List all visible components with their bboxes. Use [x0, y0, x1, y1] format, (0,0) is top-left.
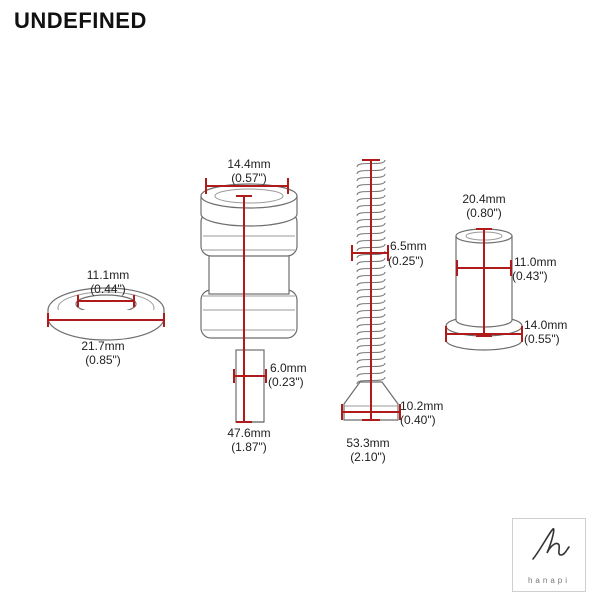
washer-inner-mm: 11.1mm — [87, 268, 129, 282]
bolt-length-mm: 47.6mm — [227, 426, 270, 440]
brand-logo-text: hanapi — [527, 576, 571, 585]
spring-wire-mm: 6.5mm — [390, 239, 427, 253]
bushing-height-in: (0.80") — [466, 206, 502, 220]
bushing-dimensions: 20.4mm (0.80") 11.0mm (0.43") 14.0mm (0.… — [445, 192, 567, 346]
bushing-flange-in: (0.55") — [524, 332, 560, 346]
bolt-pin — [235, 349, 265, 423]
spring-dimensions: 6.5mm (0.25") 10.2mm (0.40") 53.3mm (2.1… — [341, 159, 443, 464]
bolt-lower-flange — [200, 289, 298, 339]
bolt-pin-in: (0.23") — [268, 375, 304, 389]
washer-dimensions: 11.1mm (0.44") 21.7mm (0.85") — [47, 268, 165, 367]
page-title: UNDEFINED — [14, 8, 147, 33]
signature-icon — [532, 528, 570, 560]
spring-base-mm: 10.2mm — [400, 399, 443, 413]
bolt-neck — [208, 251, 290, 295]
spring-length-mm: 53.3mm — [346, 436, 389, 450]
spring-wire-in: (0.25") — [388, 254, 424, 268]
bushing-diameter-in: (0.43") — [512, 269, 548, 283]
bolt-head-mm: 14.4mm — [227, 157, 270, 171]
spring-base-in: (0.40") — [400, 413, 436, 427]
bushing-flange-mm: 14.0mm — [524, 318, 567, 332]
washer-outer-in: (0.85") — [85, 353, 121, 367]
washer-side — [47, 310, 165, 341]
bolt-pin-mm: 6.0mm — [270, 361, 307, 375]
washer-outer-mm: 21.7mm — [81, 339, 124, 353]
bolt-length-in: (1.87") — [231, 440, 267, 454]
bolt-dimensions: 14.4mm (0.57") 6.0mm (0.23") 47.6mm (1.8… — [205, 157, 307, 454]
brand-logo: hanapi — [512, 518, 586, 592]
spring-length-in: (2.10") — [350, 450, 386, 464]
bushing-diameter-mm: 11.0mm — [514, 255, 556, 269]
bolt-cap-recess — [214, 188, 284, 204]
bushing-height-mm: 20.4mm — [462, 192, 505, 206]
bolt-part — [200, 183, 298, 423]
washer-inner-in: (0.44") — [90, 282, 126, 296]
bolt-head-in: (0.57") — [231, 171, 267, 185]
